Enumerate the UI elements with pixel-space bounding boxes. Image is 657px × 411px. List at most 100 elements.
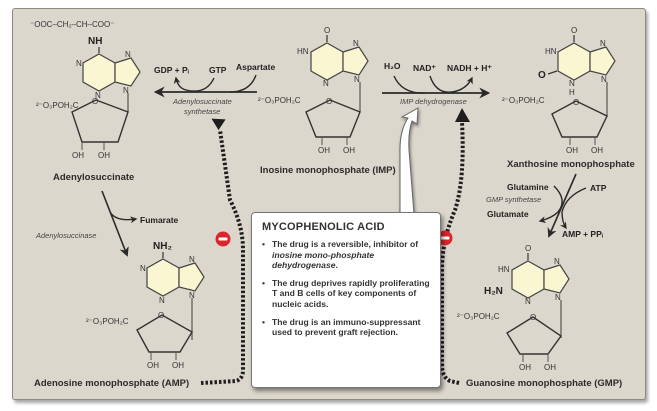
adenylosuccinate-label: Adenylosuccinate: [53, 172, 134, 183]
enzyme-label: GMP synthetase: [486, 195, 541, 204]
purine-ring: NN NN: [76, 50, 141, 100]
imp-structure: O HN N N N ²⁻O₃POH₂C O OH OH Inosine monop…: [258, 26, 396, 176]
reaction-arrow: [547, 173, 577, 238]
mycophenolic-acid-callout: MYCOPHENOLIC ACID The drug is a reversib…: [251, 212, 441, 388]
enzyme-label: Adenylosuccinase: [35, 231, 96, 240]
hn-label: HN: [545, 47, 557, 56]
nadh-label: NADH + H⁺: [447, 63, 492, 73]
n-label: N: [569, 79, 575, 88]
gmp-structure: O HN N N N H₂N ²⁻O₃POH₂C O OH OH Guanosine…: [457, 244, 622, 389]
hn-label: HN: [297, 47, 309, 56]
svg-text:N: N: [601, 75, 607, 84]
enzyme-label: Adenylosuccinate: [172, 97, 232, 106]
svg-text:O: O: [573, 98, 579, 107]
ribose-ring: O: [136, 311, 193, 353]
ribose-ring: O: [305, 97, 361, 138]
carbonyl-o: O: [538, 70, 546, 81]
carbonyl-o: O: [571, 26, 577, 35]
amp-structure: NH₂ NN NN ²⁻O₃POH₂C O OH OH Adenosine mo…: [34, 241, 205, 389]
nh2-substituent: NH₂: [153, 241, 172, 252]
adenylosuccinate-synthetase-reaction: GDP + Pᵢ GTP Aspartate Adenylosuccinate …: [153, 62, 275, 116]
phosphate-group: ²⁻O₃POH₂C: [36, 101, 79, 110]
gtp-label: GTP: [209, 65, 227, 75]
svg-text:N: N: [123, 86, 129, 95]
phosphate-group: ²⁻O₃POH₂C: [502, 96, 545, 105]
hydroxyl: OH: [98, 151, 110, 160]
callout-title: MYCOPHENOLIC ACID: [262, 221, 385, 233]
callout-bullets: The drug is a reversible, inhibitor of i…: [262, 239, 430, 338]
gdp-pi-label: GDP + Pᵢ: [154, 65, 189, 75]
purine-ring: HN N H N N: [545, 39, 616, 97]
svg-text:O: O: [158, 311, 164, 320]
svg-text:N: N: [189, 255, 195, 264]
hydroxyl: OH: [566, 146, 578, 155]
nad-label: NAD⁺: [413, 63, 436, 73]
enzyme-label: synthetase: [184, 107, 220, 116]
adenylosuccinate-structure: ⁻OOC–CH₂–CH–COO⁻ NH NN NN ²⁻O₃POH₂C O OH…: [30, 20, 141, 183]
reaction-arrow: [101, 190, 129, 257]
dotted-arrow: [200, 129, 245, 385]
hydroxyl: OH: [172, 361, 184, 370]
ribose-ring: O: [506, 313, 562, 355]
purine-ring: HN N N N: [297, 39, 369, 88]
adenylosuccinase-reaction: Fumarate Adenylosuccinase: [35, 190, 179, 257]
fumarate-label: Fumarate: [140, 215, 179, 225]
svg-text:N: N: [159, 296, 165, 305]
h-label: H: [569, 88, 575, 97]
aspartate-label: Aspartate: [236, 62, 275, 72]
svg-text:N: N: [189, 291, 195, 300]
svg-text:N: N: [140, 264, 146, 273]
succinyl-side-chain: ⁻OOC–CH₂–CH–COO⁻: [30, 20, 114, 29]
carbonyl-o: O: [525, 244, 531, 253]
glutamine-label: Glutamine: [507, 182, 549, 192]
hydroxyl: OH: [72, 151, 84, 160]
carbonyl-o: O: [324, 26, 330, 35]
xmp-structure: O HN N H N N O ²⁻O₃POH₂C O OH OH Xanthosi…: [502, 26, 635, 170]
gmp-label: Guanosine monophosphate (GMP): [466, 378, 622, 389]
imp-label: Inosine monophosphate (IMP): [260, 165, 396, 176]
gmp-feedback-inhibition: [440, 108, 470, 385]
svg-text:N: N: [353, 39, 359, 48]
svg-text:N: N: [76, 59, 82, 68]
arrow-head: [455, 108, 470, 122]
purine-ring: N N N N: [140, 255, 205, 305]
callout-bullet: The drug deprives rapidly proliferating …: [262, 278, 430, 310]
callout-bullet: The drug is a reversible, inhibitor of i…: [262, 239, 430, 271]
callout-pointer-arrow: [399, 107, 419, 215]
enzyme-label: IMP dehydrogenase: [400, 97, 467, 106]
svg-text:N: N: [525, 297, 531, 306]
svg-text:N: N: [323, 79, 329, 88]
hydroxyl: OH: [544, 363, 556, 372]
hydroxyl: OH: [343, 146, 355, 155]
hydroxyl: OH: [591, 146, 603, 155]
glutamate-label: Glutamate: [487, 209, 529, 219]
amp-ppi-label: AMP + PPᵢ: [562, 229, 603, 239]
phosphate-group: ²⁻O₃POH₂C: [86, 317, 129, 326]
callout-bullet: The drug is an immuno-suppressant used t…: [262, 317, 430, 338]
hydroxyl: OH: [519, 363, 531, 372]
svg-text:N: N: [555, 293, 561, 302]
hn-label: HN: [498, 265, 510, 274]
phosphate-group: ²⁻O₃POH₂C: [258, 96, 301, 105]
hydroxyl: OH: [147, 361, 159, 370]
phosphate-group: ²⁻O₃POH₂C: [457, 312, 500, 321]
gmp-synthetase-reaction: Glutamine GMP synthetase Glutamate ATP A…: [486, 173, 607, 239]
svg-text:N: N: [125, 50, 131, 59]
svg-text:N: N: [600, 39, 606, 48]
inhibition-minus-icon: [437, 230, 453, 246]
h2n-substituent: H₂N: [484, 286, 503, 297]
hydroxyl: OH: [318, 146, 330, 155]
water-label: H₂O: [384, 61, 401, 71]
svg-text:N: N: [554, 257, 560, 266]
xmp-label: Xanthosine monophosphate: [507, 159, 635, 170]
amp-feedback-inhibition: [200, 118, 245, 385]
atp-label: ATP: [590, 183, 607, 193]
svg-text:O: O: [326, 97, 332, 106]
imp-dehydrogenase-reaction: H₂O NAD⁺ NADH + H⁺ IMP dehydrogenase: [382, 61, 492, 106]
inhibition-minus-icon: [215, 231, 231, 247]
svg-text:O: O: [92, 97, 98, 106]
nh-substituent: NH: [88, 36, 102, 47]
svg-text:N: N: [354, 75, 360, 84]
dotted-arrow: [440, 121, 465, 385]
